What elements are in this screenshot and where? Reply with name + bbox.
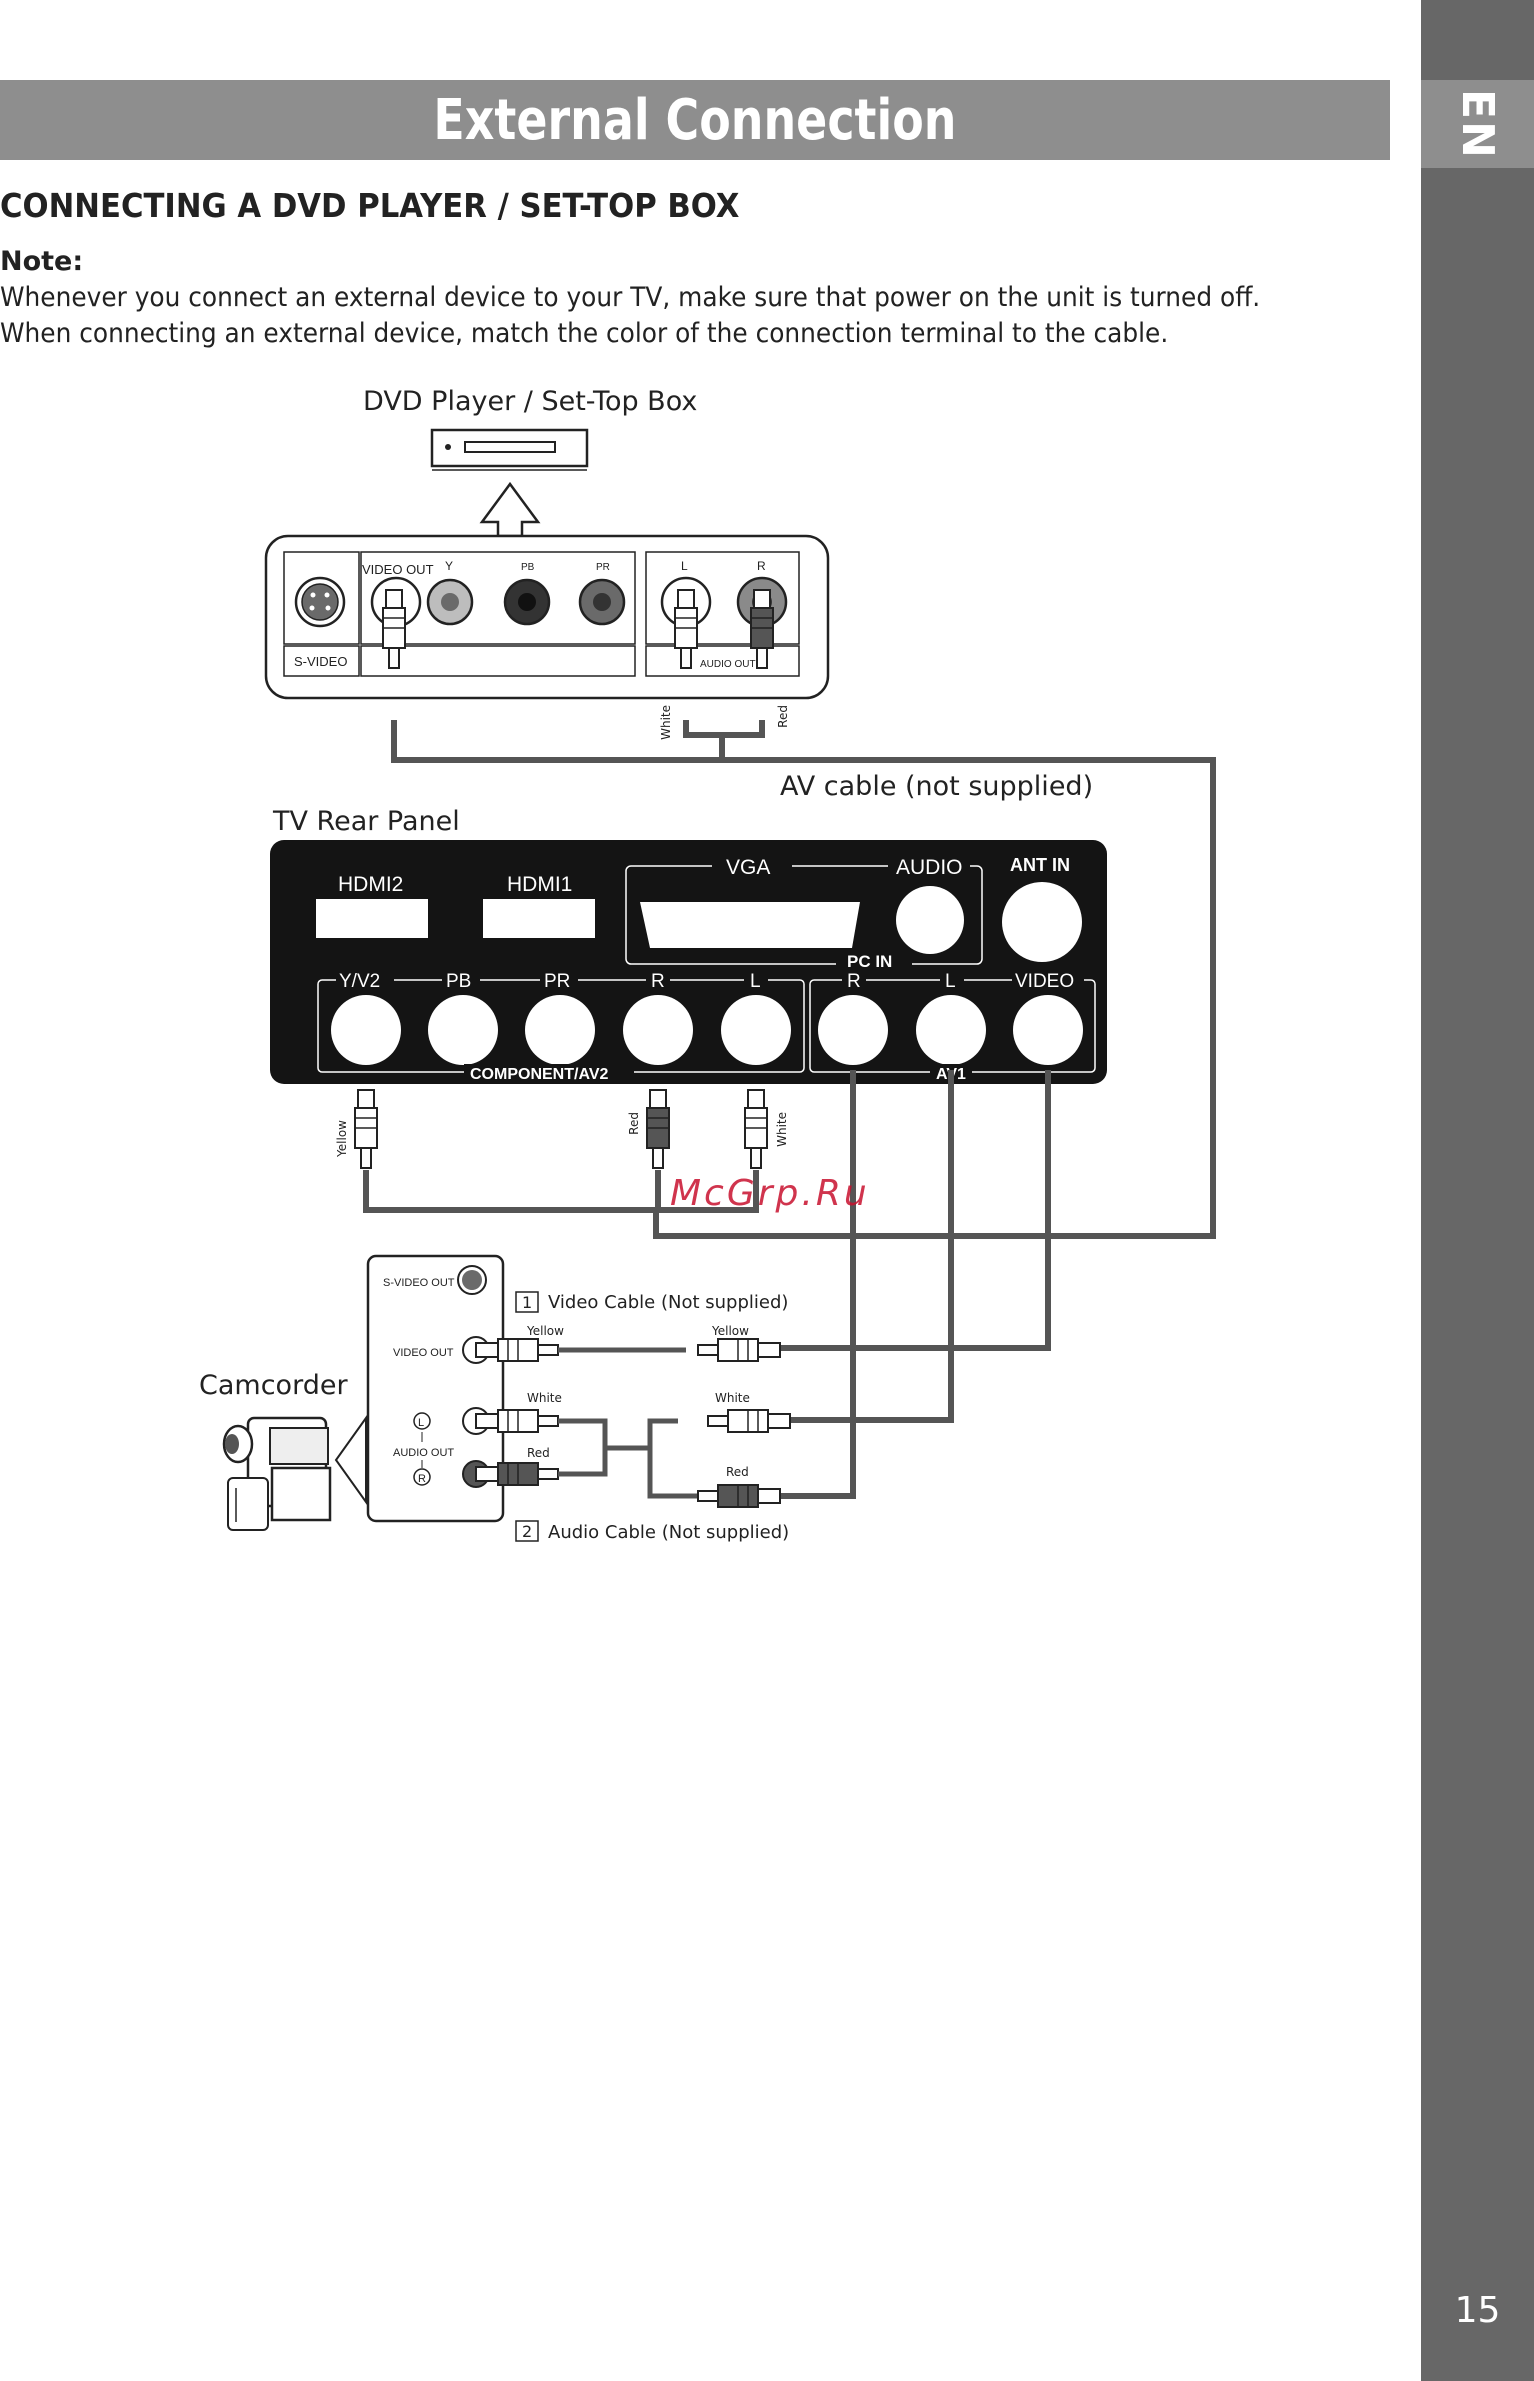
tv-pc-in-label: PC IN bbox=[847, 952, 892, 971]
tv-rear-panel: HDMI2 HDMI1 VGA AUDIO PC IN ANT IN Y bbox=[270, 840, 1107, 1084]
tv-l2-label: L bbox=[945, 971, 956, 992]
cam-audio-l-plug-right bbox=[707, 1409, 791, 1433]
tv-component-cable bbox=[363, 1170, 759, 1213]
dvd-y-label: Y bbox=[445, 559, 453, 573]
dvd-player-icon bbox=[430, 428, 589, 471]
cable2-num-box bbox=[515, 1520, 539, 1542]
tv-yellow-plug bbox=[354, 1089, 378, 1169]
tv-vga-label: VGA bbox=[726, 856, 770, 879]
cam-audio-out-label: AUDIO OUT bbox=[393, 1447, 454, 1459]
tv-white-label: White bbox=[775, 1112, 789, 1147]
tv-l-label: L bbox=[750, 971, 761, 992]
note-label: Note: bbox=[0, 246, 84, 277]
tv-yv2-label: Y/V2 bbox=[339, 971, 380, 992]
tv-red-plug bbox=[646, 1089, 670, 1169]
note-line-1: Whenever you connect an external device … bbox=[0, 282, 1261, 313]
section-heading: CONNECTING A DVD PLAYER / SET-TOP BOX bbox=[0, 186, 740, 225]
cable1-left-color: Yellow bbox=[526, 1324, 564, 1338]
tv-yellow-label: Yellow bbox=[335, 1120, 349, 1158]
right-sidebar bbox=[1421, 0, 1534, 2381]
tv-component-label: COMPONENT/AV2 bbox=[470, 1066, 608, 1083]
av-cable bbox=[391, 720, 1216, 1239]
page-number: 15 bbox=[1454, 2290, 1501, 2331]
tv-video-label: VIDEO bbox=[1015, 971, 1074, 992]
cam-video-out-label: VIDEO OUT bbox=[393, 1347, 454, 1359]
cable1-right-color: Yellow bbox=[711, 1324, 749, 1338]
tv-r2-label: R bbox=[847, 971, 861, 992]
av1-cables bbox=[780, 1070, 1051, 1499]
dvd-l-label: L bbox=[681, 559, 688, 573]
dvd-red-label: Red bbox=[776, 705, 790, 728]
cable2-red-right: Red bbox=[726, 1465, 749, 1479]
dvd-pb-label: PB bbox=[521, 562, 535, 573]
cam-audio-r-plug-right bbox=[697, 1484, 781, 1508]
cam-l-label: L bbox=[418, 1417, 424, 1429]
cam-video-plug-right bbox=[697, 1338, 781, 1362]
up-arrow-icon bbox=[479, 481, 541, 538]
cam-r-label: R bbox=[418, 1473, 426, 1485]
watermark: McGrp.Ru bbox=[670, 1173, 870, 1214]
cable2-white-left: White bbox=[527, 1391, 562, 1405]
cable2-wires bbox=[558, 1418, 698, 1499]
cable2-label: Audio Cable (Not supplied) bbox=[548, 1522, 789, 1543]
tv-pb-label: PB bbox=[446, 971, 471, 992]
note-line-2: When connecting an external device, matc… bbox=[0, 318, 1169, 349]
tv-hdmi1-label: HDMI1 bbox=[507, 873, 572, 896]
cable2-white-right: White bbox=[715, 1391, 750, 1405]
cam-audio-r-plug-left bbox=[475, 1462, 559, 1486]
av-cable-label: AV cable (not supplied) bbox=[780, 771, 1093, 802]
language-tab: EN bbox=[1421, 80, 1534, 168]
dvd-label: DVD Player / Set-Top Box bbox=[363, 386, 697, 417]
dvd-r-label: R bbox=[757, 559, 766, 573]
dvd-white-label: White bbox=[659, 705, 673, 740]
cam-audio-l-plug-left bbox=[475, 1409, 559, 1433]
tv-red-label: Red bbox=[627, 1112, 641, 1135]
tv-ant-in-label: ANT IN bbox=[1010, 855, 1070, 875]
cam-svideo-out-label: S-VIDEO OUT bbox=[383, 1277, 455, 1289]
camcorder-arrow-icon bbox=[334, 1414, 367, 1506]
tv-pr-label: PR bbox=[544, 971, 570, 992]
cable2-red-left: Red bbox=[527, 1446, 550, 1460]
cam-video-plug-left bbox=[475, 1338, 559, 1362]
dvd-video-out-label: VIDEO OUT bbox=[362, 562, 434, 577]
tv-r-label: R bbox=[651, 971, 665, 992]
camcorder-label: Camcorder bbox=[199, 1370, 348, 1401]
tv-audio-label: AUDIO bbox=[896, 856, 963, 879]
dvd-audio-out-label: AUDIO OUT bbox=[700, 659, 756, 670]
dvd-svideo-label: S-VIDEO bbox=[294, 654, 347, 669]
tv-hdmi2-label: HDMI2 bbox=[338, 873, 403, 896]
cable1-num-box bbox=[515, 1291, 539, 1313]
cable2-num: 2 bbox=[522, 1522, 532, 1541]
tv-label: TV Rear Panel bbox=[272, 806, 460, 837]
tv-white-plug bbox=[744, 1089, 768, 1169]
title-bar: External Connection bbox=[0, 80, 1390, 160]
cable1-num: 1 bbox=[522, 1293, 532, 1312]
cable1-label: Video Cable (Not supplied) bbox=[548, 1292, 788, 1313]
dvd-pr-label: PR bbox=[596, 562, 610, 573]
page-title: External Connection bbox=[433, 87, 957, 153]
dvd-rear-panel: VIDEO OUT Y PB PR L R S-VIDEO AUDIO OUT bbox=[264, 534, 830, 700]
camcorder-icon bbox=[222, 1416, 332, 1531]
